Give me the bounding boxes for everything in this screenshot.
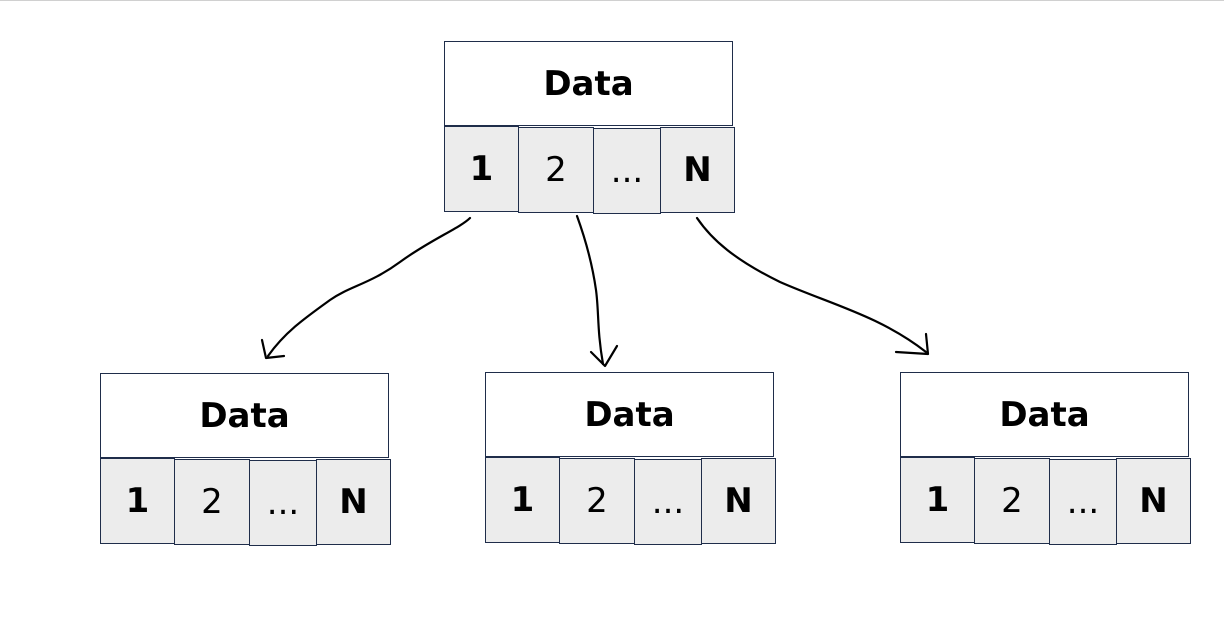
arrow-slot1-to-child1 xyxy=(266,216,472,358)
pointer-slot-n: N xyxy=(660,127,735,213)
arrowhead-child2 xyxy=(589,344,619,368)
pointer-slot-2: 2 xyxy=(174,459,250,545)
pointer-slot-ellipsis: ... xyxy=(593,128,661,214)
node-header: Data xyxy=(444,41,733,126)
pointer-slot-n: N xyxy=(1116,458,1191,544)
arrowhead-child1 xyxy=(260,338,286,360)
pointer-slot-ellipsis: ... xyxy=(1049,459,1117,545)
pointer-slot-2: 2 xyxy=(518,127,594,213)
node-header: Data xyxy=(100,373,389,458)
pointer-slot-n: N xyxy=(316,459,391,545)
arrowhead-child3 xyxy=(894,332,930,356)
pointer-slot-ellipsis: ... xyxy=(634,459,702,545)
node-header: Data xyxy=(485,372,774,457)
pointer-slot-2: 2 xyxy=(559,458,635,544)
child-node-3: Data 1 2 ... N xyxy=(900,372,1191,545)
pointer-slot-1: 1 xyxy=(485,457,560,543)
pointer-slot-1: 1 xyxy=(100,458,175,544)
pointer-slot-1: 1 xyxy=(444,126,519,212)
pointer-slot-n: N xyxy=(701,458,776,544)
pointer-slot-2: 2 xyxy=(974,458,1050,544)
pointer-slot-ellipsis: ... xyxy=(249,460,317,546)
child-node-2: Data 1 2 ... N xyxy=(485,372,776,545)
top-divider xyxy=(0,0,1224,1)
arrow-slot2-to-child2 xyxy=(575,214,605,366)
node-header: Data xyxy=(900,372,1189,457)
root-node: Data 1 2 ... N xyxy=(444,41,735,214)
pointer-slot-1: 1 xyxy=(900,457,975,543)
arrow-slotN-to-child3 xyxy=(695,216,928,354)
child-node-1: Data 1 2 ... N xyxy=(100,373,391,546)
